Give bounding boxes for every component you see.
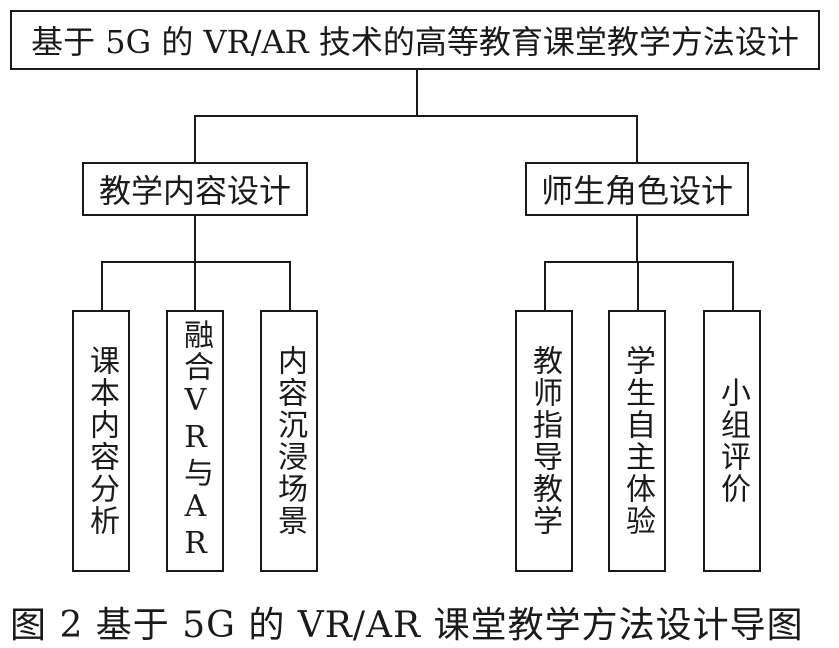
leaf-node-label: 融合VR与AR bbox=[178, 319, 213, 563]
leaf-node-teacher-guidance: 教师指导教学 bbox=[515, 310, 573, 572]
figure-caption: 图 2 基于 5G 的 VR/AR 课堂教学方法设计导图 bbox=[10, 605, 804, 646]
leaf-node-label: 学生自主体验 bbox=[620, 345, 655, 537]
leaf-node-immersive-scene: 内容沉浸场景 bbox=[260, 310, 318, 572]
branch-node-label: 师生角色设计 bbox=[540, 172, 733, 210]
connector-to-branch-right bbox=[636, 115, 638, 163]
connector-leaf-6 bbox=[732, 261, 734, 311]
leaf-node-label: 教师指导教学 bbox=[527, 345, 562, 537]
connector-leaf-5 bbox=[637, 261, 639, 311]
connector-branch-left-bar bbox=[101, 261, 291, 263]
root-node-label: 基于 5G 的 VR/AR 技术的高等教育课堂教学方法设计 bbox=[31, 23, 799, 61]
leaf-node-label: 小组评价 bbox=[715, 377, 750, 505]
connector-leaf-4 bbox=[544, 261, 546, 311]
connector-root-stem bbox=[416, 70, 418, 116]
connector-branch-right-stem bbox=[636, 216, 638, 262]
branch-node-roles: 师生角色设计 bbox=[525, 162, 749, 216]
connector-to-branch-left bbox=[194, 115, 196, 163]
connector-branch-left-stem bbox=[194, 216, 196, 262]
leaf-node-student-experience: 学生自主体验 bbox=[608, 310, 666, 572]
branch-node-teaching-content: 教学内容设计 bbox=[82, 162, 308, 216]
connector-leaf-3 bbox=[289, 261, 291, 311]
connector-leaf-2 bbox=[194, 261, 196, 311]
connector-branch-right-bar bbox=[544, 261, 734, 263]
leaf-node-group-evaluation: 小组评价 bbox=[703, 310, 761, 572]
root-node: 基于 5G 的 VR/AR 技术的高等教育课堂教学方法设计 bbox=[10, 10, 820, 70]
leaf-node-textbook-analysis: 课本内容分析 bbox=[72, 310, 130, 572]
connector-leaf-1 bbox=[101, 261, 103, 311]
leaf-node-label: 内容沉浸场景 bbox=[272, 345, 307, 537]
connector-level1-bar bbox=[194, 115, 638, 117]
leaf-node-label: 课本内容分析 bbox=[84, 345, 119, 537]
leaf-node-vr-ar-fusion: 融合VR与AR bbox=[166, 310, 224, 572]
branch-node-label: 教学内容设计 bbox=[98, 172, 291, 210]
